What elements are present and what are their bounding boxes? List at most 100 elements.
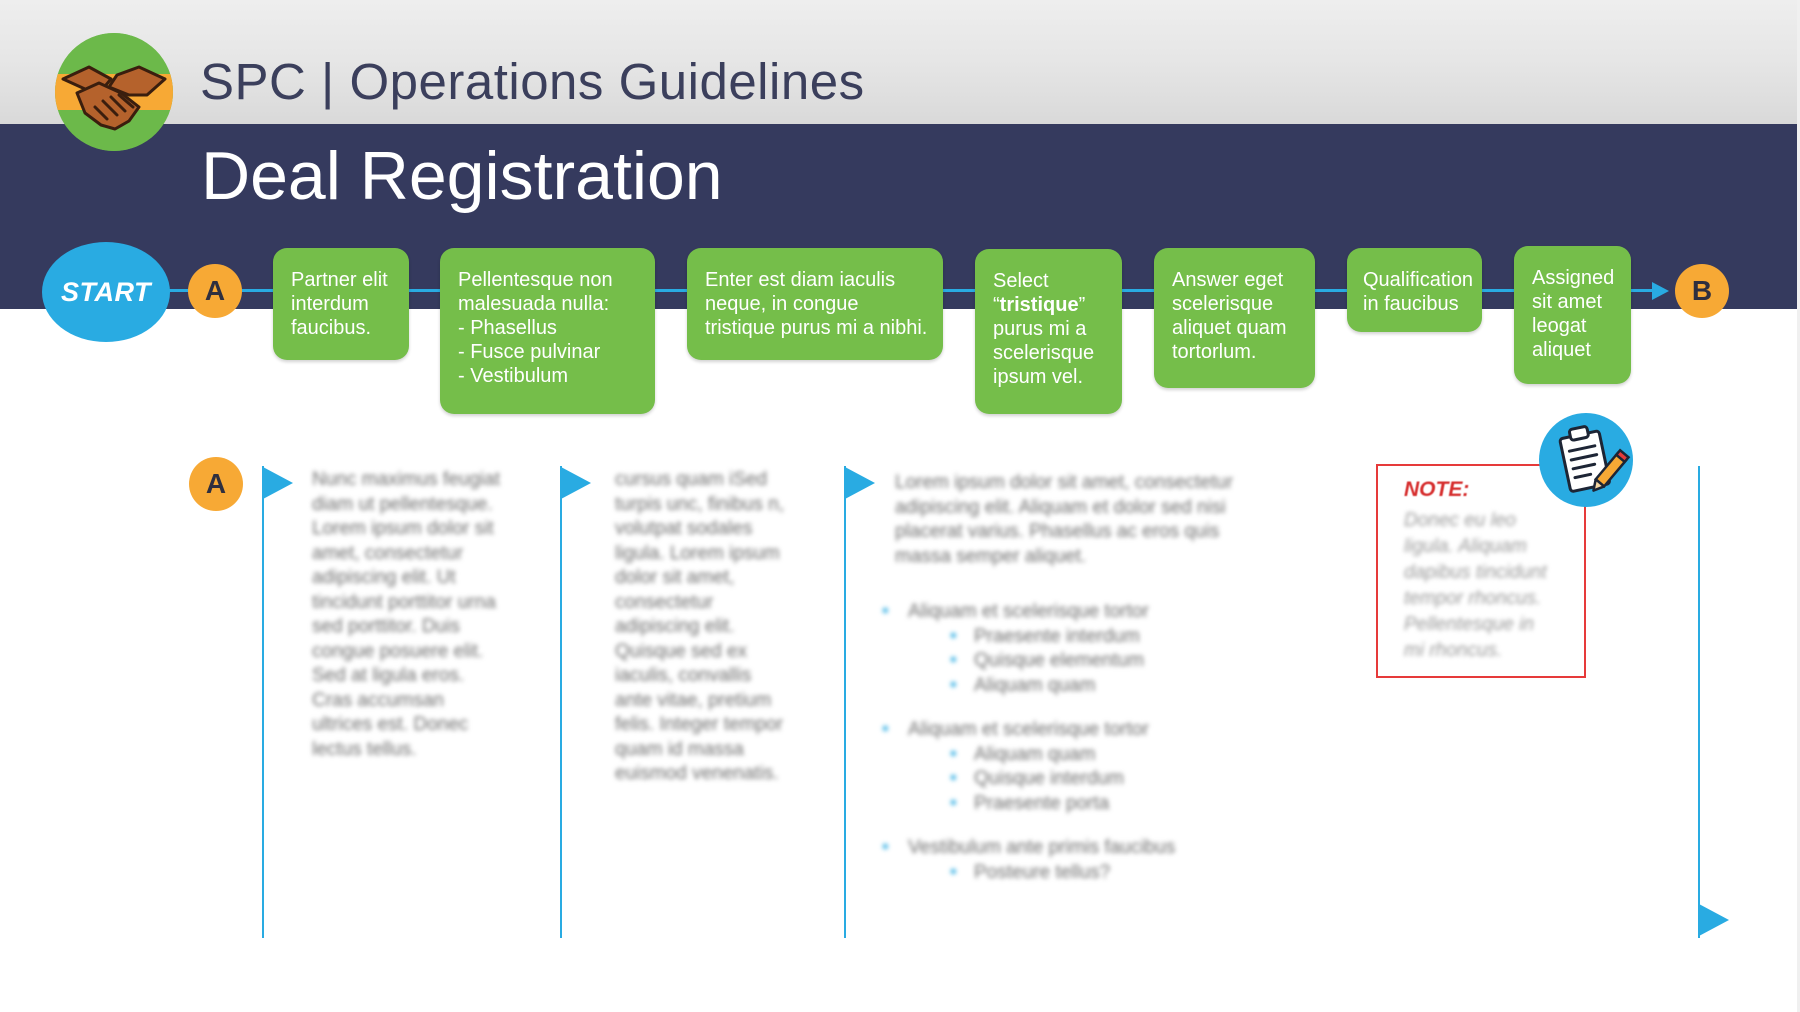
text-line: congue posuere elit.: [312, 640, 484, 662]
text-line: Lorem ipsum dolor sit amet, consectetur: [895, 472, 1233, 493]
note-label: NOTE:: [1404, 478, 1470, 501]
step-line: - Phasellus: [458, 317, 557, 339]
step-line: - Fusce pulvinar: [458, 341, 601, 363]
step-line: faucibus.: [291, 317, 372, 339]
sub-bullet-item: Quisque elementum: [880, 649, 1300, 674]
step-line: Enter est diam iaculis: [705, 269, 896, 291]
step-line: Answer eget: [1172, 269, 1284, 291]
step-line: purus mi a: [993, 318, 1087, 340]
step-line: sit amet: [1532, 291, 1603, 313]
column-text-2: cursus quam iSed turpis unc, finibus n, …: [615, 468, 830, 787]
text-line: Quisque sed ex: [615, 640, 748, 662]
step-line: tristique purus mi a nibhi.: [705, 317, 928, 339]
step-line: in faucibus: [1363, 293, 1459, 315]
bullet-group: Aliquam et scelerisque tortor Praesente …: [880, 600, 1300, 698]
text-line: volutpat sodales: [615, 518, 753, 539]
step-line: interdum: [291, 293, 369, 315]
step-line: - Vestibulum: [458, 365, 569, 387]
start-node: START: [42, 242, 170, 342]
text-line: dolor sit amet,: [615, 567, 735, 588]
sub-bullet-item: Posteure tellus?: [880, 861, 1300, 886]
step-line: scelerisque: [1172, 293, 1274, 315]
note-line: tempor rhoncus.: [1404, 588, 1542, 609]
bullet-item: Vestibulum ante primis faucibus: [880, 836, 1300, 861]
flow-arrow-head: [1652, 282, 1669, 300]
text-line: massa semper aliquet.: [895, 545, 1087, 567]
lane-line: [560, 466, 562, 938]
flag-arrow-icon: [561, 467, 591, 499]
text-line: quam id massa: [615, 738, 744, 760]
step-line: scelerisque: [993, 342, 1095, 364]
flow-step-5: Answer eget scelerisque aliquet quam tor…: [1154, 248, 1315, 388]
text-line: turpis unc, finibus n,: [615, 493, 784, 515]
note-line: dapibus tincidunt: [1404, 562, 1547, 583]
note-line: Donec eu leo: [1404, 510, 1516, 531]
step-line: leogat: [1532, 315, 1587, 337]
note-line: ligula. Aliquam: [1404, 536, 1527, 557]
text-line: consectetur: [615, 591, 714, 613]
clipboard-icon: [1538, 412, 1634, 508]
handshake-icon: [55, 33, 173, 151]
step-line: Partner elit: [291, 269, 388, 291]
flag-arrow-icon: [1699, 904, 1729, 936]
step-line: aliquet: [1532, 339, 1591, 361]
step-line: malesuada nulla:: [458, 293, 610, 315]
text-line: euismod venenatis.: [615, 763, 779, 784]
note-box: [1376, 464, 1586, 678]
step-line: Pellentesque non: [458, 269, 613, 291]
text-line: lectus tellus.: [312, 738, 417, 760]
quote-open: “: [993, 294, 1000, 316]
note-line: Pellentesque in: [1404, 614, 1534, 635]
text-line: ante vitae, pretium: [615, 689, 772, 711]
step-line: Select: [993, 270, 1049, 292]
sub-bullet-item: Praesente interdum: [880, 625, 1300, 650]
text-line: placerat varius. Phasellus ac eros quis: [895, 521, 1220, 542]
step-line: aliquet quam: [1172, 317, 1287, 339]
flow-step-3: Enter est diam iaculis neque, in congue …: [687, 248, 943, 360]
text-line: sed porttitor. Duis: [312, 616, 460, 637]
section-connector-a: A: [189, 457, 243, 511]
step-line: tortorlum.: [1172, 341, 1257, 363]
step-line: Qualification: [1363, 269, 1474, 291]
slide-edge: [1797, 0, 1800, 1012]
note-line: mi rhoncus.: [1404, 640, 1503, 661]
text-line: adipiscing elit. Ut: [312, 567, 456, 588]
step-emphasis: tristique: [999, 294, 1079, 316]
connector-b: B: [1675, 264, 1729, 318]
text-line: diam ut pellentesque.: [312, 493, 493, 515]
step-line: ipsum vel.: [993, 366, 1084, 388]
flow-step-6: Qualification in faucibus: [1347, 248, 1482, 332]
sub-bullet-item: Praesente porta: [880, 792, 1300, 817]
text-line: cursus quam iSed: [615, 469, 768, 490]
text-line: adipiscing elit. Aliquam et dolor sed ni…: [895, 496, 1226, 518]
text-line: felis. Integer tempor: [615, 714, 783, 735]
note-text: Donec eu leo ligula. Aliquam dapibus tin…: [1404, 508, 1547, 664]
quote-close: ”: [1078, 294, 1086, 316]
flow-step-4: Select “tristique” purus mi a scelerisqu…: [975, 249, 1122, 414]
lane-line: [844, 466, 846, 938]
flag-arrow-icon: [263, 467, 293, 499]
text-line: tincidunt porttitor urna: [312, 591, 496, 613]
text-line: Sed at ligula eros.: [312, 665, 465, 686]
text-line: Lorem ipsum dolor sit: [312, 518, 494, 539]
step-line: Assigned: [1532, 267, 1615, 289]
flow-step-2: Pellentesque non malesuada nulla: - Phas…: [440, 248, 655, 414]
bullet-item: Aliquam et scelerisque tortor: [880, 718, 1300, 743]
text-line: Cras accumsan: [312, 689, 444, 711]
bullet-item: Aliquam et scelerisque tortor: [880, 600, 1300, 625]
text-line: ultrices est. Donec: [312, 714, 469, 735]
text-line: adipiscing elit.: [615, 616, 735, 637]
bullet-group: Vestibulum ante primis faucibus Posteure…: [880, 836, 1300, 885]
page-title: Deal Registration: [201, 138, 723, 214]
lane-line: [1698, 466, 1700, 938]
text-line: iaculis, convallis: [615, 665, 752, 686]
sub-bullet-item: Aliquam quam: [880, 674, 1300, 699]
step-line-emphasis: “tristique”: [993, 293, 1104, 317]
text-line: Nunc maximus feugiat: [312, 469, 500, 490]
bullet-group: Aliquam et scelerisque tortor Aliquam qu…: [880, 718, 1300, 816]
flag-arrow-icon: [845, 467, 875, 499]
text-line: ligula. Lorem ipsum: [615, 542, 780, 564]
sub-bullet-item: Aliquam quam: [880, 743, 1300, 768]
step-line: neque, in congue: [705, 293, 859, 315]
